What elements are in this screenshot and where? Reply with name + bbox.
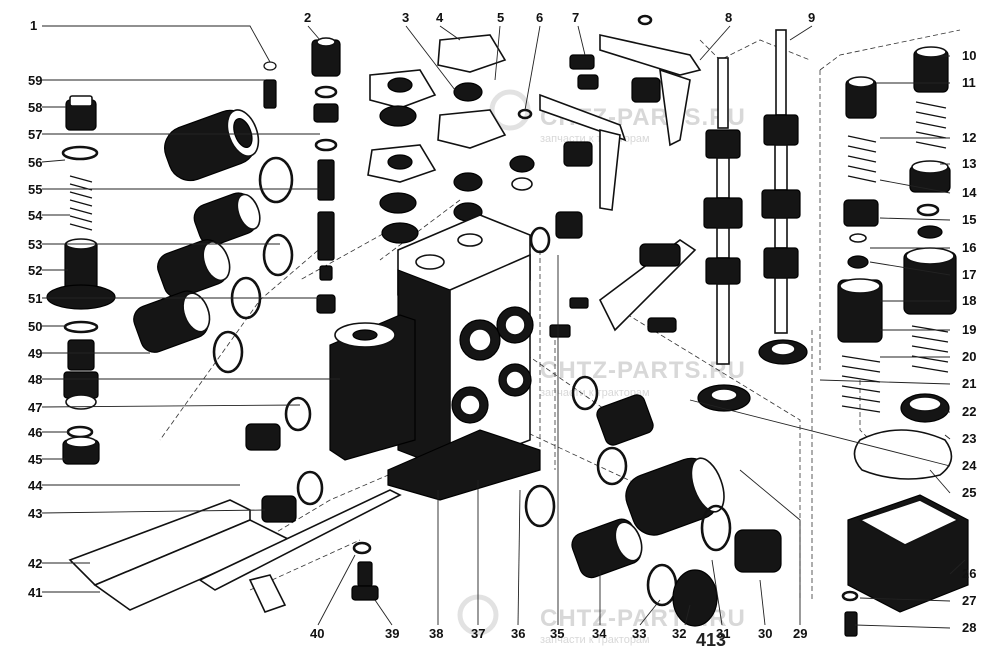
callout-49: 49 <box>28 346 42 361</box>
parts-group <box>46 14 969 637</box>
callout-25: 25 <box>962 485 976 500</box>
callout-24: 24 <box>962 458 977 473</box>
callout-30: 30 <box>758 626 772 641</box>
callout-2: 2 <box>304 10 311 25</box>
callout-10: 10 <box>962 48 976 63</box>
callout-31: 31 <box>716 626 730 641</box>
watermark-tagline: запчасти к тракторам <box>540 387 650 399</box>
callout-28: 28 <box>962 620 976 635</box>
callout-26: 26 <box>962 566 976 581</box>
left-valve-stack <box>46 95 116 465</box>
callout-39: 39 <box>385 626 399 641</box>
callout-14: 14 <box>962 185 977 200</box>
callout-46: 46 <box>28 425 42 440</box>
right-column <box>837 46 969 637</box>
callout-27: 27 <box>962 593 976 608</box>
callout-33: 33 <box>632 626 646 641</box>
callout-4: 4 <box>436 10 444 25</box>
fitting-group-left <box>133 109 294 374</box>
callout-42: 42 <box>28 556 42 571</box>
callout-7: 7 <box>572 10 579 25</box>
callout-48: 48 <box>28 372 42 387</box>
flange-group <box>367 34 535 244</box>
main-valve-body <box>329 214 541 501</box>
callout-20: 20 <box>962 349 976 364</box>
callout-19: 19 <box>962 322 976 337</box>
callout-15: 15 <box>962 212 976 227</box>
bottom-parts <box>68 211 782 627</box>
callout-17: 17 <box>962 267 976 282</box>
callout-9: 9 <box>808 10 815 25</box>
callout-40: 40 <box>310 626 324 641</box>
callout-44: 44 <box>28 478 43 493</box>
callout-56: 56 <box>28 155 42 170</box>
callout-54: 54 <box>28 208 43 223</box>
callout-23: 23 <box>962 431 976 446</box>
callout-11: 11 <box>962 75 976 90</box>
callout-3: 3 <box>402 10 409 25</box>
callout-22: 22 <box>962 404 976 419</box>
callout-34: 34 <box>592 626 607 641</box>
callout-45: 45 <box>28 452 42 467</box>
callout-13: 13 <box>962 156 976 171</box>
callout-51: 51 <box>28 291 42 306</box>
callout-37: 37 <box>471 626 485 641</box>
callout-36: 36 <box>511 626 525 641</box>
page-number: 413 <box>696 630 726 650</box>
callout-18: 18 <box>962 293 976 308</box>
callout-47: 47 <box>28 400 42 415</box>
callout-53: 53 <box>28 237 42 252</box>
callout-29: 29 <box>793 626 807 641</box>
callout-52: 52 <box>28 263 42 278</box>
callout-numbers: 1 2 3 4 5 6 7 8 9 10 11 12 13 14 15 16 1… <box>28 10 977 641</box>
callout-21: 21 <box>962 376 976 391</box>
lever-group <box>539 14 702 211</box>
callout-43: 43 <box>28 506 42 521</box>
watermark-brand: CHTZ-PARTS.RU <box>540 357 746 384</box>
callout-8: 8 <box>725 10 732 25</box>
callout-41: 41 <box>28 585 42 600</box>
watermark-tagline: запчасти к тракторам <box>540 133 650 145</box>
callout-1: 1 <box>30 18 37 33</box>
callout-35: 35 <box>550 626 564 641</box>
callout-38: 38 <box>429 626 443 641</box>
center-left-column <box>263 37 341 314</box>
callout-6: 6 <box>536 10 543 25</box>
callout-58: 58 <box>28 100 42 115</box>
callout-32: 32 <box>672 626 686 641</box>
watermark-tagline: запчасти к тракторам <box>540 634 650 646</box>
leader-lines <box>41 25 966 629</box>
callout-59: 59 <box>28 73 42 88</box>
spool-group <box>697 29 808 412</box>
callout-16: 16 <box>962 240 976 255</box>
callout-50: 50 <box>28 319 42 334</box>
callout-12: 12 <box>962 130 976 145</box>
callout-5: 5 <box>497 10 504 25</box>
callout-55: 55 <box>28 182 42 197</box>
callout-57: 57 <box>28 127 42 142</box>
